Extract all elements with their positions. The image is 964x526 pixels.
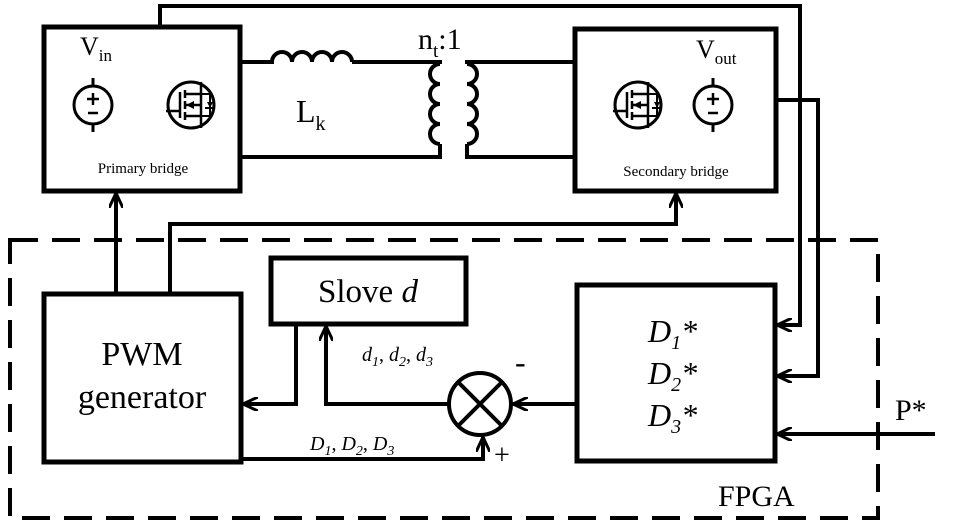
inductor-coil [240,50,354,64]
turns-ratio-label: nt:1 [418,23,462,62]
solve-d-block: Slove d [268,255,469,327]
big-d-signal-label: D1, D2, D3 [309,433,394,459]
solve-to-pwm-arrow [243,324,298,404]
duty-reference-d2: D2* [647,355,697,396]
vout-to-duty-arrow [776,98,820,376]
dc-source-icon [72,78,114,132]
transformer-secondary-winding [466,62,479,146]
fpga-boundary [8,238,880,520]
summer-to-solve-arrow [326,326,449,406]
duty-reference-d1: D1* [647,313,697,354]
pwm-generator-block: PWM generator [41,291,244,465]
mosfet-icon [613,80,663,130]
primary-bridge: Vin Pri [41,24,243,194]
inductor-label: Lk [296,93,326,135]
small-d-signal-label: d1, d2, d3 [362,344,433,370]
pwm-to-summer-arrow [241,437,483,461]
primary-bridge-caption: Primary bridge [98,161,189,177]
pwm-generator-line1: PWM [101,336,182,373]
summing-junction-icon [447,371,513,437]
pwm-generator-line2: generator [78,379,207,416]
feedback-line-top [158,4,802,325]
transformer-primary-winding [428,62,441,146]
power-stage [240,50,575,159]
solve-d-label: Slove d [318,274,418,310]
secondary-bridge-caption: Secondary bridge [623,164,729,180]
power-reference-label: P* [895,394,927,427]
pwm-to-secondary-arrow [168,193,676,294]
vin-label: Vin [80,32,113,65]
summer-plus-sign: + [494,440,510,471]
duty-reference-block: D1* D2* D3* [574,282,778,464]
summer-minus-sign: - [515,344,526,380]
dc-source-icon [692,78,734,132]
fpga-label: FPGA [718,480,795,513]
vout-label: Vout [696,35,737,68]
mosfet-icon [166,80,216,130]
duty-reference-d3: D3* [647,397,697,438]
secondary-bridge: Vout Secondary br [572,26,779,194]
